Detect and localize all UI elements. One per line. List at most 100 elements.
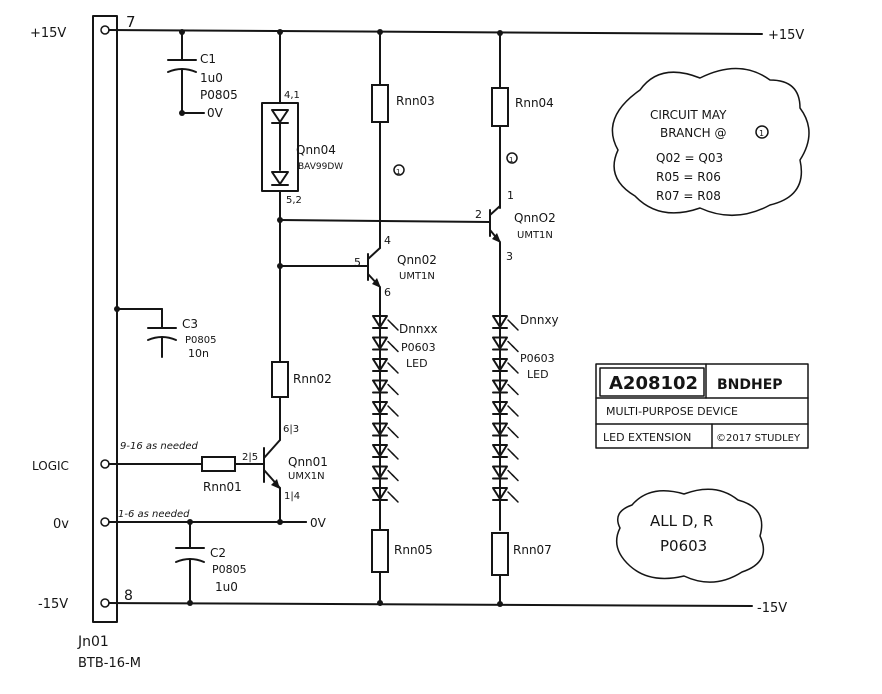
ch2-led-type: LED <box>527 368 549 381</box>
note-cloud-package <box>615 488 765 583</box>
ch2-rnn04-ref: Rnn04 <box>515 96 554 110</box>
ch1-rnn05-ref: Rnn05 <box>394 543 433 557</box>
ch2-branch-number: 1 <box>509 156 513 164</box>
ch1-q-ref: Qnn02 <box>397 253 437 267</box>
ch2-branch-mark <box>506 152 518 164</box>
ch2-pin-b: 2 <box>475 208 482 221</box>
bias-node-ch2 <box>277 217 283 223</box>
ch2-pin-c: 1 <box>507 189 514 202</box>
rnn02-ref: Rnn02 <box>293 372 332 386</box>
ch2-led-3 <box>492 358 519 374</box>
ch2-q-part: UMT1N <box>517 230 553 241</box>
ch1-led-7 <box>372 444 399 460</box>
ch2-led-2 <box>492 336 519 353</box>
c1-value: 1u0 <box>200 71 223 85</box>
title-number: A208102 <box>609 373 698 394</box>
resistor-rnn04 <box>491 87 509 127</box>
title-code: BNDHEP <box>717 377 783 393</box>
connector-pin-top-label: 7 <box>126 13 136 31</box>
title-block <box>595 363 809 449</box>
qnn04-ref: Qnn04 <box>296 143 336 157</box>
c3-package: P0805 <box>185 335 216 346</box>
qnn04-pin-top: 4,1 <box>284 90 300 101</box>
ch1-led-string <box>372 315 399 503</box>
ch1-led-package: P0603 <box>401 341 436 354</box>
c2-value: 1u0 <box>215 580 238 594</box>
ch1-bottom-node <box>377 600 383 606</box>
logic-label: LOGIC <box>32 459 69 473</box>
ch2-led-8 <box>492 465 519 482</box>
transistor-ch2 <box>489 205 501 243</box>
capacitor-c1 <box>167 29 205 116</box>
resistor-rnn03 <box>371 84 389 123</box>
connector-pin-top <box>100 25 110 35</box>
connector-pin-logic <box>100 459 110 469</box>
bias-wire-ch2 <box>279 219 491 223</box>
cloud1-branch-mark <box>755 125 769 139</box>
ch2-bottom-node <box>497 601 503 607</box>
cloud1-branch-number: 1 <box>759 129 764 138</box>
cloud2-line1: ALL D, R <box>650 512 713 530</box>
qnn04-part: BAV99DW <box>298 162 343 172</box>
ch1-branch-number: 1 <box>396 168 400 176</box>
qnn01-zero: 0V <box>310 516 327 530</box>
qnn04-pin-bottom: 5,2 <box>286 195 302 206</box>
ch1-led-6 <box>372 422 399 439</box>
ch1-led-type: LED <box>406 357 428 370</box>
ch1-led-ref: Dnnxx <box>399 322 438 336</box>
bias-node-ch1 <box>277 263 283 269</box>
ch1-pin-c: 4 <box>384 234 391 247</box>
ch1-led-5 <box>372 401 399 417</box>
connector-part: BTB-16-M <box>78 656 141 671</box>
transistor-ch1 <box>361 247 381 288</box>
ch1-led-1 <box>372 315 399 331</box>
title-name: MULTI-PURPOSE DEVICE <box>606 405 738 418</box>
ch1-led-4 <box>372 379 399 396</box>
connector-pin-bottom <box>100 598 110 608</box>
cloud1-eq1: Q02 = Q03 <box>656 151 723 165</box>
qnn01-ref: Qnn01 <box>288 455 328 469</box>
ch2-led-4 <box>492 379 519 396</box>
transistor-qnn01 <box>263 439 307 525</box>
ch2-led-ref: Dnnxy <box>520 313 559 327</box>
ch2-pin-e: 3 <box>506 250 513 263</box>
c2-package: P0805 <box>212 563 247 576</box>
ch1-pin-b: 5 <box>354 256 361 269</box>
logic-pin-note: 9-16 as needed <box>120 441 199 452</box>
qnn01-pin-c: 6|3 <box>283 424 299 435</box>
resistor-rnn07 <box>491 532 509 576</box>
resistor-rnn02 <box>271 361 289 398</box>
ch2-rnn07-ref: Rnn07 <box>513 543 552 557</box>
ch2-led-string <box>492 315 519 503</box>
title-copyright: ©2017 STUDLEY <box>716 433 801 444</box>
rail-label-top-right: +15V <box>768 28 804 43</box>
rail-label-bottom-right: -15V <box>757 601 787 616</box>
ch1-led-3 <box>372 358 399 374</box>
c1-ground: 0V <box>207 106 224 120</box>
connector-pin-zero <box>100 517 110 527</box>
ch2-led-package: P0603 <box>520 352 555 365</box>
ch2-led-1 <box>492 315 519 331</box>
zero-pin-note: 1-6 as needed <box>118 509 190 520</box>
c1-package: P0805 <box>200 88 238 102</box>
c3-ref: C3 <box>182 317 198 331</box>
cloud2-line2: P0603 <box>660 537 707 555</box>
rail-label-bottom-left: -15V <box>38 597 68 612</box>
ch1-rnn03-ref: Rnn03 <box>396 94 435 108</box>
rail-minus-15v <box>108 602 753 607</box>
capacitor-c3 <box>114 306 177 358</box>
ch1-q-part: UMT1N <box>399 271 435 282</box>
c3-value: 10n <box>188 347 209 360</box>
rnn01-ref: Rnn01 <box>203 480 242 494</box>
c2-ref: C2 <box>210 546 226 560</box>
c1-ref: C1 <box>200 52 216 66</box>
connector-pin-bottom-label: 8 <box>124 588 133 604</box>
connector-jn01 <box>92 15 118 623</box>
cloud1-line2: BRANCH @ <box>660 126 727 140</box>
qnn01-part: UMX1N <box>288 471 325 482</box>
ch2-led-7 <box>492 444 519 460</box>
ch2-q-ref: QnnO2 <box>514 211 556 225</box>
capacitor-c2 <box>175 519 205 606</box>
